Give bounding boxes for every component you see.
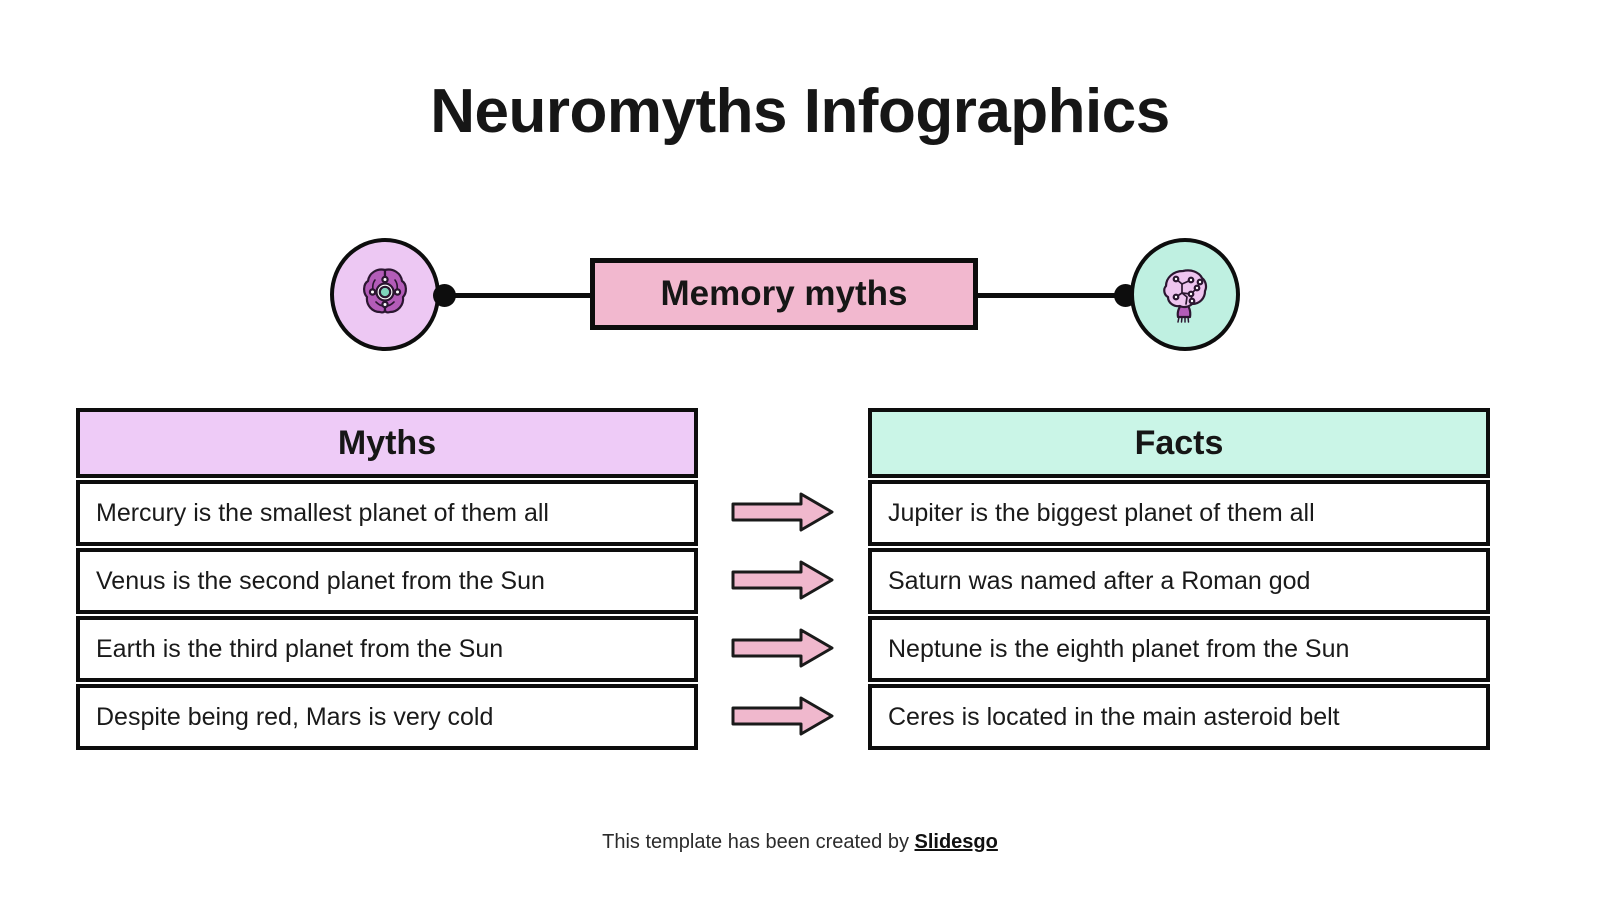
table-row: Mercury is the smallest planet of them a… [76, 480, 698, 546]
right-arrow-icon [731, 627, 835, 674]
arrow-slot [723, 548, 843, 616]
right-arrow-icon [731, 695, 835, 742]
right-arrow-icon [731, 491, 835, 538]
table-row: Jupiter is the biggest planet of them al… [868, 480, 1490, 546]
left-brain-node [330, 238, 440, 351]
myths-column: Myths Mercury is the smallest planet of … [76, 408, 698, 750]
arrow-spacer [723, 408, 843, 480]
brain-top-view-icon [353, 260, 417, 329]
table-row: Earth is the third planet from the Sun [76, 616, 698, 682]
banner-box: Memory myths [590, 258, 978, 330]
brain-circuit-profile-icon [1153, 260, 1217, 329]
left-connector-line [440, 293, 593, 298]
myths-header: Myths [76, 408, 698, 478]
table-row: Despite being red, Mars is very cold [76, 684, 698, 750]
arrow-slot [723, 480, 843, 548]
banner-label: Memory myths [660, 274, 908, 313]
right-brain-node [1130, 238, 1240, 351]
arrow-stack [723, 408, 843, 752]
table-row: Venus is the second planet from the Sun [76, 548, 698, 614]
page-title: Neuromyths Infographics [430, 77, 1170, 146]
footer-credit: This template has been created by Slides… [0, 831, 1600, 854]
footer-text: This template has been created by [602, 831, 915, 853]
right-connector-line [977, 293, 1130, 298]
facts-column: Facts Jupiter is the biggest planet of t… [868, 408, 1490, 750]
banner-group: Memory myths [330, 238, 1240, 356]
right-arrow-icon [731, 559, 835, 606]
slidesgo-link[interactable]: Slidesgo [914, 831, 998, 853]
arrow-slot [723, 616, 843, 684]
table-row: Ceres is located in the main asteroid be… [868, 684, 1490, 750]
arrow-slot [723, 684, 843, 752]
facts-header: Facts [868, 408, 1490, 478]
table-row: Saturn was named after a Roman god [868, 548, 1490, 614]
table-row: Neptune is the eighth planet from the Su… [868, 616, 1490, 682]
